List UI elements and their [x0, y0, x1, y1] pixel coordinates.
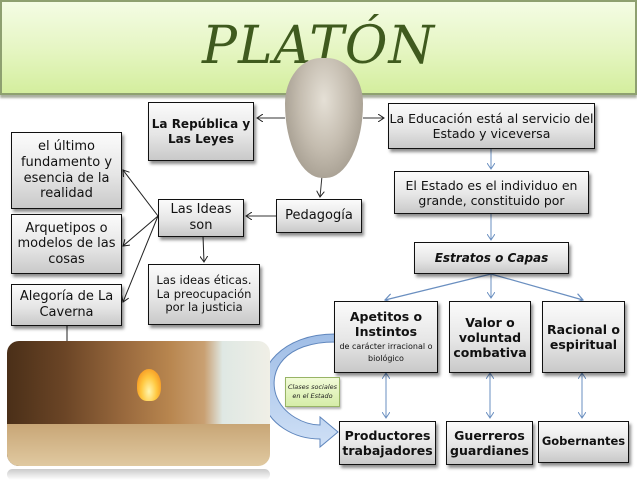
- node-label: Arquetipos o modelos de las cosas: [17, 220, 116, 267]
- node-educacion: La Educación está al servicio del Estado…: [388, 103, 595, 149]
- node-label: el último fundamento y esencia de la rea…: [20, 139, 113, 202]
- node-label: La Educación está al servicio del Estado…: [389, 111, 594, 141]
- node-republica: La República y Las Leyes: [148, 102, 254, 161]
- node-gobernantes: Gobernantes: [538, 421, 629, 463]
- node-apetitos: Apetitos o Instintos de carácter irracio…: [334, 301, 438, 373]
- node-label: Apetitos o Instintos: [349, 309, 423, 339]
- node-productores: Productores trabajadores: [339, 421, 436, 465]
- image-reflection: [7, 469, 270, 480]
- cave-floor: [7, 424, 270, 466]
- node-alegoria: Alegoría de La Caverna: [11, 284, 122, 326]
- node-label: Valor o voluntad combativa: [453, 314, 527, 360]
- node-sublabel: de carácter irracional o biológico: [339, 342, 433, 363]
- node-pedagogia: Pedagogía: [276, 199, 362, 233]
- node-guerreros: Guerreros guardianes: [446, 421, 533, 465]
- node-label: Guerreros guardianes: [450, 428, 529, 458]
- fire-icon: [137, 369, 161, 401]
- node-estratos: Estratos o Capas: [414, 242, 569, 274]
- node-label: El Estado es el individuo en grande, con…: [405, 177, 578, 208]
- node-label: Gobernantes: [541, 434, 626, 449]
- node-estado: El Estado es el individuo en grande, con…: [394, 171, 589, 214]
- node-valor: Valor o voluntad combativa: [449, 301, 531, 373]
- plato-bust-image: [285, 58, 363, 178]
- node-label: Racional o espiritual: [547, 322, 620, 352]
- callout-clases-sociales: Clases sociales en el Estado: [285, 377, 340, 407]
- node-ultimo-fundamento: el último fundamento y esencia de la rea…: [11, 132, 122, 209]
- node-label: Estratos o Capas: [434, 250, 549, 265]
- node-racional: Racional o espiritual: [542, 301, 625, 373]
- node-label: Las Ideas son: [170, 202, 232, 233]
- node-ideas-eticas: Las ideas éticas. La preocupación por la…: [148, 264, 260, 325]
- cave-allegory-image: [7, 341, 270, 466]
- node-label: Productores trabajadores: [342, 428, 433, 458]
- callout-line: Clases sociales: [287, 383, 338, 392]
- node-label: Alegoría de La Caverna: [19, 289, 114, 320]
- node-arquetipos: Arquetipos o modelos de las cosas: [11, 214, 122, 274]
- node-label: Las ideas éticas. La preocupación por la…: [156, 272, 252, 315]
- node-label: Pedagogía: [285, 208, 353, 224]
- node-ideas: Las Ideas son: [158, 199, 244, 237]
- callout-line: en el Estado: [292, 392, 333, 400]
- node-label: La República y Las Leyes: [151, 117, 251, 146]
